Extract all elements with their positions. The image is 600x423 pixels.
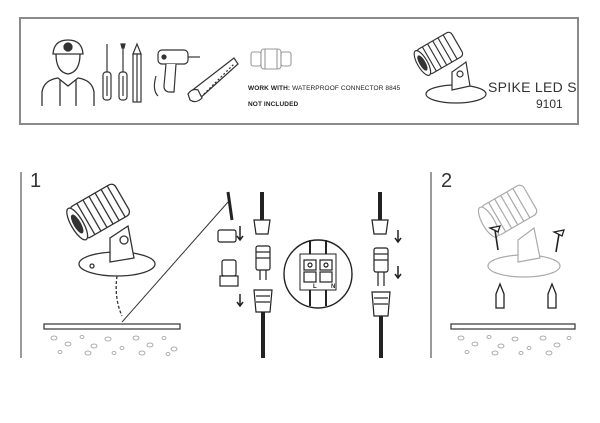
screwdriver-icon [102, 43, 128, 101]
not-included-text: NOT INCLUDED [248, 101, 299, 108]
step-2-ground [450, 323, 576, 356]
spike-lamp-icon [413, 31, 487, 104]
drill-icon [153, 49, 200, 97]
pencil-icon [132, 42, 142, 103]
work-with-label: WORK WITH: [248, 85, 291, 92]
worker-icon [41, 39, 95, 106]
step-1-pointer-line [121, 201, 229, 323]
step-1-number: 1 [30, 170, 42, 192]
work-with-text: WORK WITH: WATERPROOF CONNECTOR 8845 [248, 85, 400, 92]
wiring-sequence [217, 191, 402, 358]
step-2-number: 2 [441, 170, 453, 192]
step-2-lamp [477, 184, 565, 309]
terminal-label-n: N [331, 284, 336, 290]
product-name: SPIKE LED S [488, 79, 577, 95]
saw-icon [187, 57, 239, 103]
step-1-divider [20, 172, 22, 358]
product-code: 9101 [536, 97, 563, 111]
terminal-label-l: L [313, 284, 317, 290]
step-1-lamp [66, 183, 156, 317]
connector-icon [250, 48, 292, 70]
work-with-value: WATERPROOF CONNECTOR 8845 [292, 85, 401, 92]
step-1-ground [43, 323, 181, 356]
step-2-divider [430, 172, 432, 358]
requirements-panel [19, 17, 579, 125]
